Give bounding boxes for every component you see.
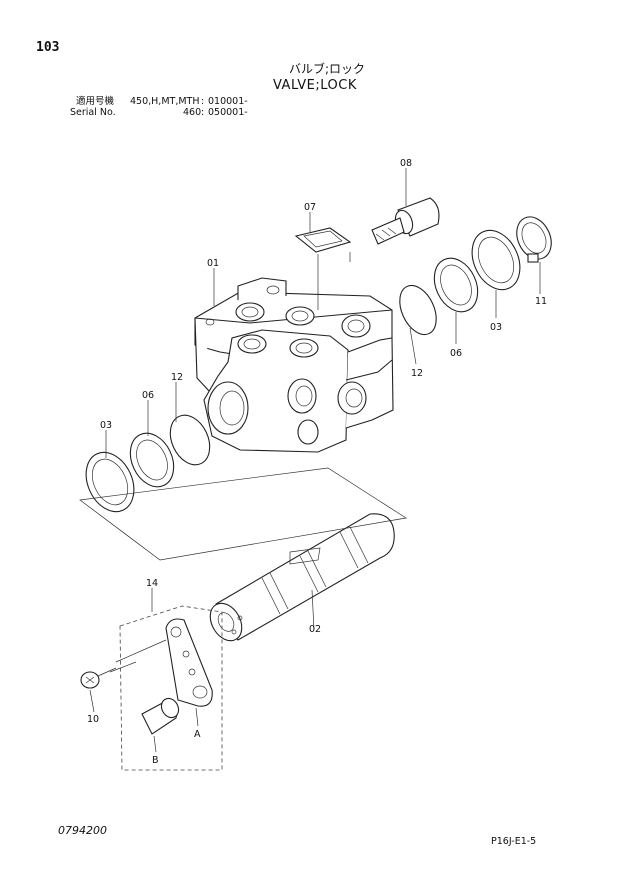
drawing-code: 0794200 (58, 824, 107, 837)
callout-08: 08 (400, 158, 412, 169)
lever-group-box (119, 605, 223, 771)
serial-separator-1: : (201, 96, 205, 107)
o-ring-12-right[interactable] (393, 280, 444, 341)
callout-12-left: 12 (171, 372, 183, 383)
plate-07-part[interactable] (294, 227, 352, 253)
callout-11: 11 (535, 296, 547, 307)
callout-06-left: 06 (142, 390, 154, 401)
callout-14: 14 (146, 578, 158, 589)
spool-part[interactable] (204, 513, 395, 647)
callout-02: 02 (309, 624, 321, 635)
valve-body-part[interactable] (194, 277, 394, 453)
title-english: VALVE;LOCK (273, 78, 357, 93)
snap-ring-11[interactable] (510, 211, 558, 264)
callout-A: A (194, 729, 201, 740)
spool-assembly-box (79, 467, 407, 561)
axis-line-spool (115, 639, 167, 663)
serial-separator-2: : (201, 107, 205, 118)
callout-12-right: 12 (411, 368, 423, 379)
callout-B: B (152, 755, 159, 766)
bolt-08-part[interactable] (371, 197, 440, 245)
callout-07: 07 (304, 202, 316, 213)
seal-03-left[interactable] (77, 445, 143, 520)
serial-range-2: 050001- (208, 107, 248, 118)
serial-models-1: 450,H,MT,MTH (130, 96, 200, 107)
pin-part[interactable] (141, 695, 182, 735)
backup-ring-06-left[interactable] (122, 426, 182, 494)
callout-06-right: 06 (450, 348, 462, 359)
serial-range-1: 010001- (208, 96, 248, 107)
callout-10: 10 (87, 714, 99, 725)
lever-plate-part[interactable] (165, 618, 213, 707)
leader-lines (89, 168, 541, 753)
sheet-code: P16J-E1-5 (491, 836, 537, 847)
o-ring-12-left[interactable] (163, 409, 218, 471)
page-number: 103 (36, 40, 60, 55)
serial-label-en: Serial No. (70, 107, 116, 118)
backup-ring-06-right[interactable] (426, 251, 486, 319)
callout-01: 01 (207, 258, 219, 269)
bolt-10-part[interactable] (80, 667, 117, 689)
callout-03-right: 03 (490, 322, 502, 333)
seal-03-right[interactable] (463, 223, 529, 298)
serial-label-jp: 適用号機 (76, 96, 115, 107)
callout-03-left: 03 (100, 420, 112, 431)
serial-models-2: 460 (183, 107, 202, 118)
title-japanese: バルブ;ロック (289, 62, 366, 76)
axis-line-pin (109, 661, 137, 673)
